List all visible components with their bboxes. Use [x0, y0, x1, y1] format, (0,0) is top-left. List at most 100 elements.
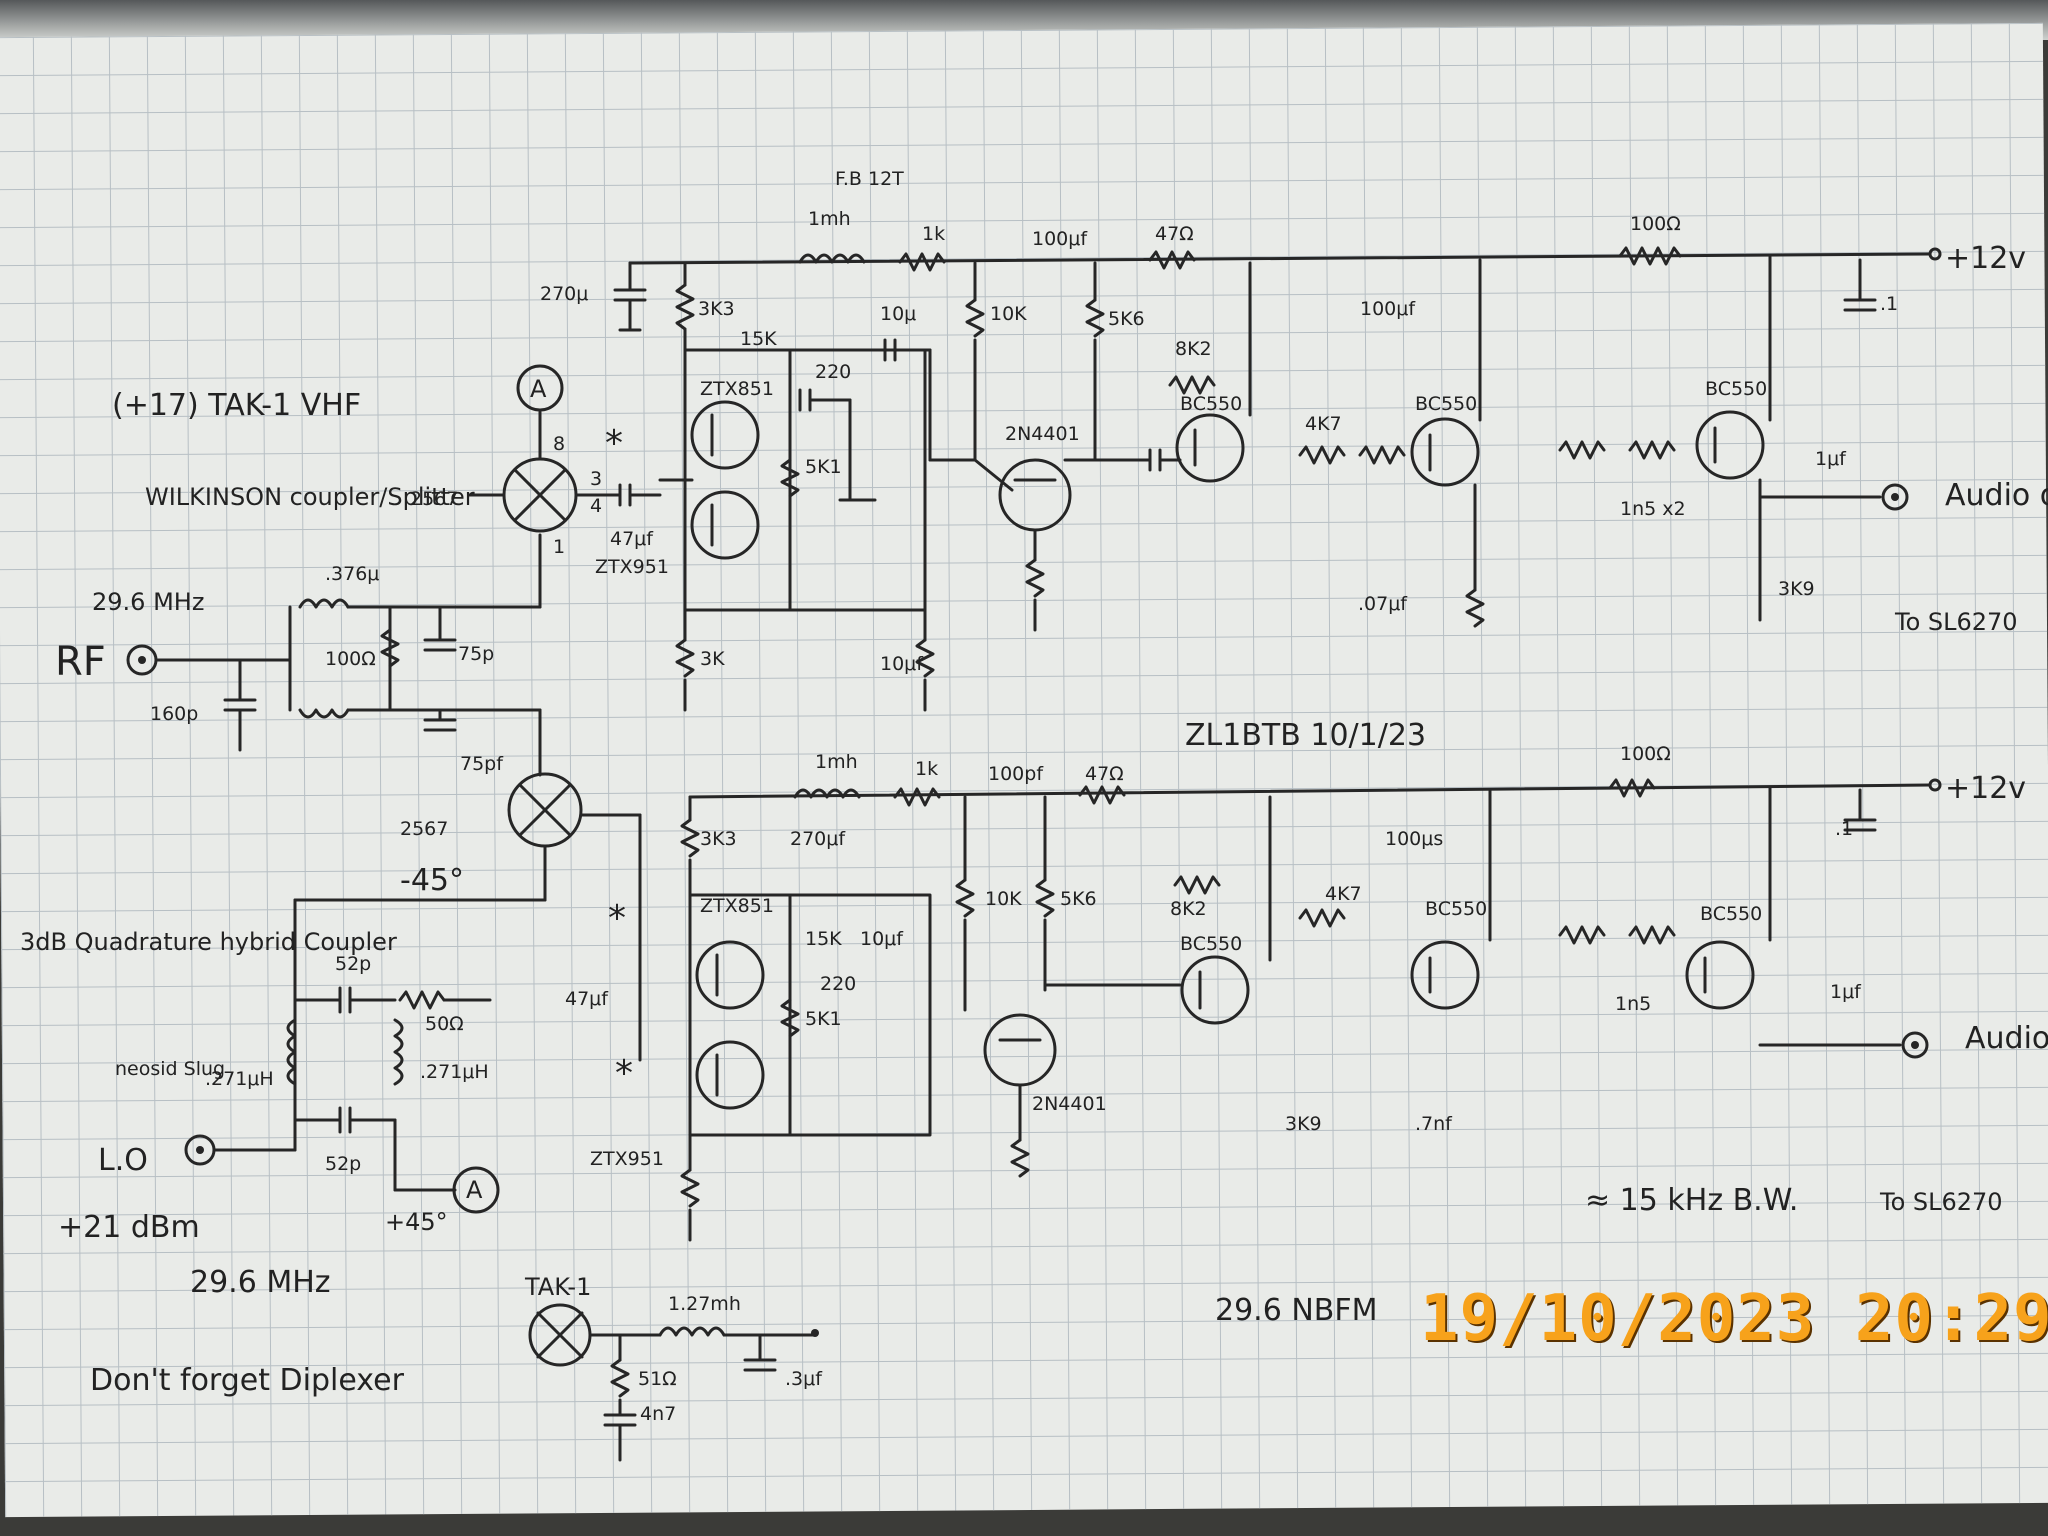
val-tak1-l127: 1.27mh	[668, 1293, 741, 1315]
val-bot-c1n5: 1n5	[1615, 993, 1651, 1015]
val-top-r1k: 1k	[922, 223, 945, 245]
val-bot-l271-right: .271μH	[420, 1061, 489, 1083]
val-top-c220: 220	[815, 361, 851, 383]
top-resistor-3k3	[675, 261, 695, 352]
val-top-2n4401: 2N4401	[1005, 423, 1080, 445]
val-top-r3k9: 3K9	[1778, 578, 1815, 600]
val-bot-c100pf: 100pf	[988, 763, 1044, 785]
val-bot-c47: 47μf	[565, 988, 609, 1010]
val-top-r100: 100Ω	[1630, 213, 1681, 235]
val-bot-r15k: 15K	[805, 928, 842, 950]
val-top-c100u2: 100μf	[1360, 298, 1416, 320]
val-top-c270: 270μ	[540, 283, 588, 305]
bottom-supply-rail	[688, 778, 1942, 807]
val-bot-c07: .7nf	[1415, 1113, 1453, 1135]
val-bot-bc550-1: BC550	[1180, 933, 1242, 955]
label-plus45: +45°	[385, 1208, 448, 1236]
label-to-sl-bottom: To SL6270	[1879, 1188, 2003, 1216]
val-top-bc550-2: BC550	[1415, 393, 1477, 415]
label-lo-freq: 29.6 MHz	[190, 1265, 331, 1300]
top-bc550-stages	[1118, 255, 1909, 628]
val-top-r10k: 10K	[990, 303, 1027, 325]
tak1-diplexer	[528, 1303, 819, 1462]
val-top-pin3: 3	[590, 468, 602, 490]
label-rf-freq: 29.6 MHz	[92, 588, 204, 616]
val-bot-r50: 50Ω	[425, 1013, 464, 1035]
val-top-c75pf: 75pf	[460, 753, 504, 775]
val-top-c10uf: 10μf	[880, 653, 924, 675]
val-top-r5k1: 5K1	[805, 456, 842, 478]
quadrature-hybrid	[184, 898, 500, 1214]
label-lo: L.O	[98, 1143, 148, 1178]
val-top-pin8: 8	[553, 433, 565, 455]
rf-input-wilkinson	[126, 533, 542, 777]
val-bot-c10uf: 10μf	[860, 928, 904, 950]
camera-timestamp: 19/10/2023 20:29	[1420, 1282, 2048, 1356]
label-supply-top: +12v	[1945, 241, 2026, 276]
val-bot-bc550-3: BC550	[1700, 903, 1762, 925]
label-hybrid: 3dB Quadrature hybrid Coupler	[20, 928, 397, 956]
val-top-c160: 160p	[150, 703, 198, 725]
top-cap-270	[613, 261, 647, 332]
label-neosid: neosid Slug	[115, 1058, 225, 1080]
val-tak1-c3: .3μf	[785, 1368, 823, 1390]
val-top-l1mh: 1mh	[808, 208, 851, 230]
val-bot-r1k: 1k	[915, 758, 938, 780]
bottom-bc550-stages	[1173, 786, 1929, 1059]
top-2n4401	[965, 261, 1122, 632]
val-top-ztx851: ZTX851	[700, 378, 774, 400]
label-star-top: *	[605, 423, 623, 464]
label-diplexer: Don't forget Diplexer	[90, 1363, 405, 1398]
node-a-top: A	[530, 375, 547, 403]
val-bot-r47: 47Ω	[1085, 763, 1124, 785]
val-top-mixer2567: 2567	[410, 488, 458, 510]
label-star-bottom-1: *	[608, 898, 626, 939]
val-top-r47: 47Ω	[1155, 223, 1194, 245]
label-fb: F.B 12T	[835, 168, 904, 190]
val-bot-r8k2: 8K2	[1170, 898, 1207, 920]
label-to-sl-top: To SL6270	[1894, 608, 2018, 636]
top-supply-rail	[628, 246, 1942, 272]
label-callsign-date: ZL1BTB 10/1/23	[1185, 718, 1426, 753]
val-bot-c1uf: 1μf	[1830, 981, 1862, 1003]
val-bot-r5k1: 5K1	[805, 1008, 842, 1030]
top-coupling	[675, 338, 977, 712]
val-bot-r10k: 10K	[985, 888, 1022, 910]
val-top-r4k7: 4K7	[1305, 413, 1342, 435]
val-bot-ztx851: ZTX851	[700, 895, 774, 917]
val-top-bc550-3: BC550	[1705, 378, 1767, 400]
val-bot-c52p-bottom: 52p	[325, 1153, 361, 1175]
label-vhf-note: (+17) TAK-1 VHF	[112, 388, 361, 423]
val-top-c1n5: 1n5 x2	[1620, 498, 1686, 520]
val-bot-ztx951: ZTX951	[590, 1148, 664, 1170]
label-minus45: -45°	[400, 863, 464, 898]
node-a-bottom: A	[466, 1176, 483, 1204]
label-wilkinson: WILKINSON coupler/Splitter	[145, 483, 475, 511]
val-tak1-r51: 51Ω	[638, 1368, 677, 1390]
label-rf: RF	[55, 639, 106, 685]
val-tak1-c4n7: 4n7	[640, 1403, 676, 1425]
val-bot-c220: 220	[820, 973, 856, 995]
val-bot-c100: 100μs	[1385, 828, 1443, 850]
val-top-pin4: 4	[590, 495, 602, 517]
val-bot-2n4401: 2N4401	[1032, 1093, 1107, 1115]
label-title-bottom: 29.6 NBFM	[1215, 1293, 1378, 1328]
val-top-l376: .376μ	[325, 563, 379, 585]
label-tak1: TAK-1	[524, 1273, 591, 1301]
val-top-pin1: 1	[553, 536, 565, 558]
val-top-c1uf: 1μf	[1815, 448, 1847, 470]
val-top-c07: .07μf	[1358, 593, 1408, 615]
val-bot-c01: .1	[1835, 818, 1853, 840]
val-bot-l271-left: .271μH	[205, 1068, 274, 1090]
val-top-r8k2: 8K2	[1175, 338, 1212, 360]
bottom-2n4401	[955, 795, 1182, 1178]
val-bot-mixer2567: 2567	[400, 818, 448, 840]
val-top-r3k3: 3K3	[698, 298, 735, 320]
val-top-bc550-1: BC550	[1180, 393, 1242, 415]
val-top-c75p: 75p	[458, 643, 494, 665]
val-bot-l1mh: 1mh	[815, 751, 858, 773]
val-bot-r3k9: 3K9	[1285, 1113, 1322, 1135]
val-bot-r4k7: 4K7	[1325, 883, 1362, 905]
val-top-r15k: 15K	[740, 328, 777, 350]
